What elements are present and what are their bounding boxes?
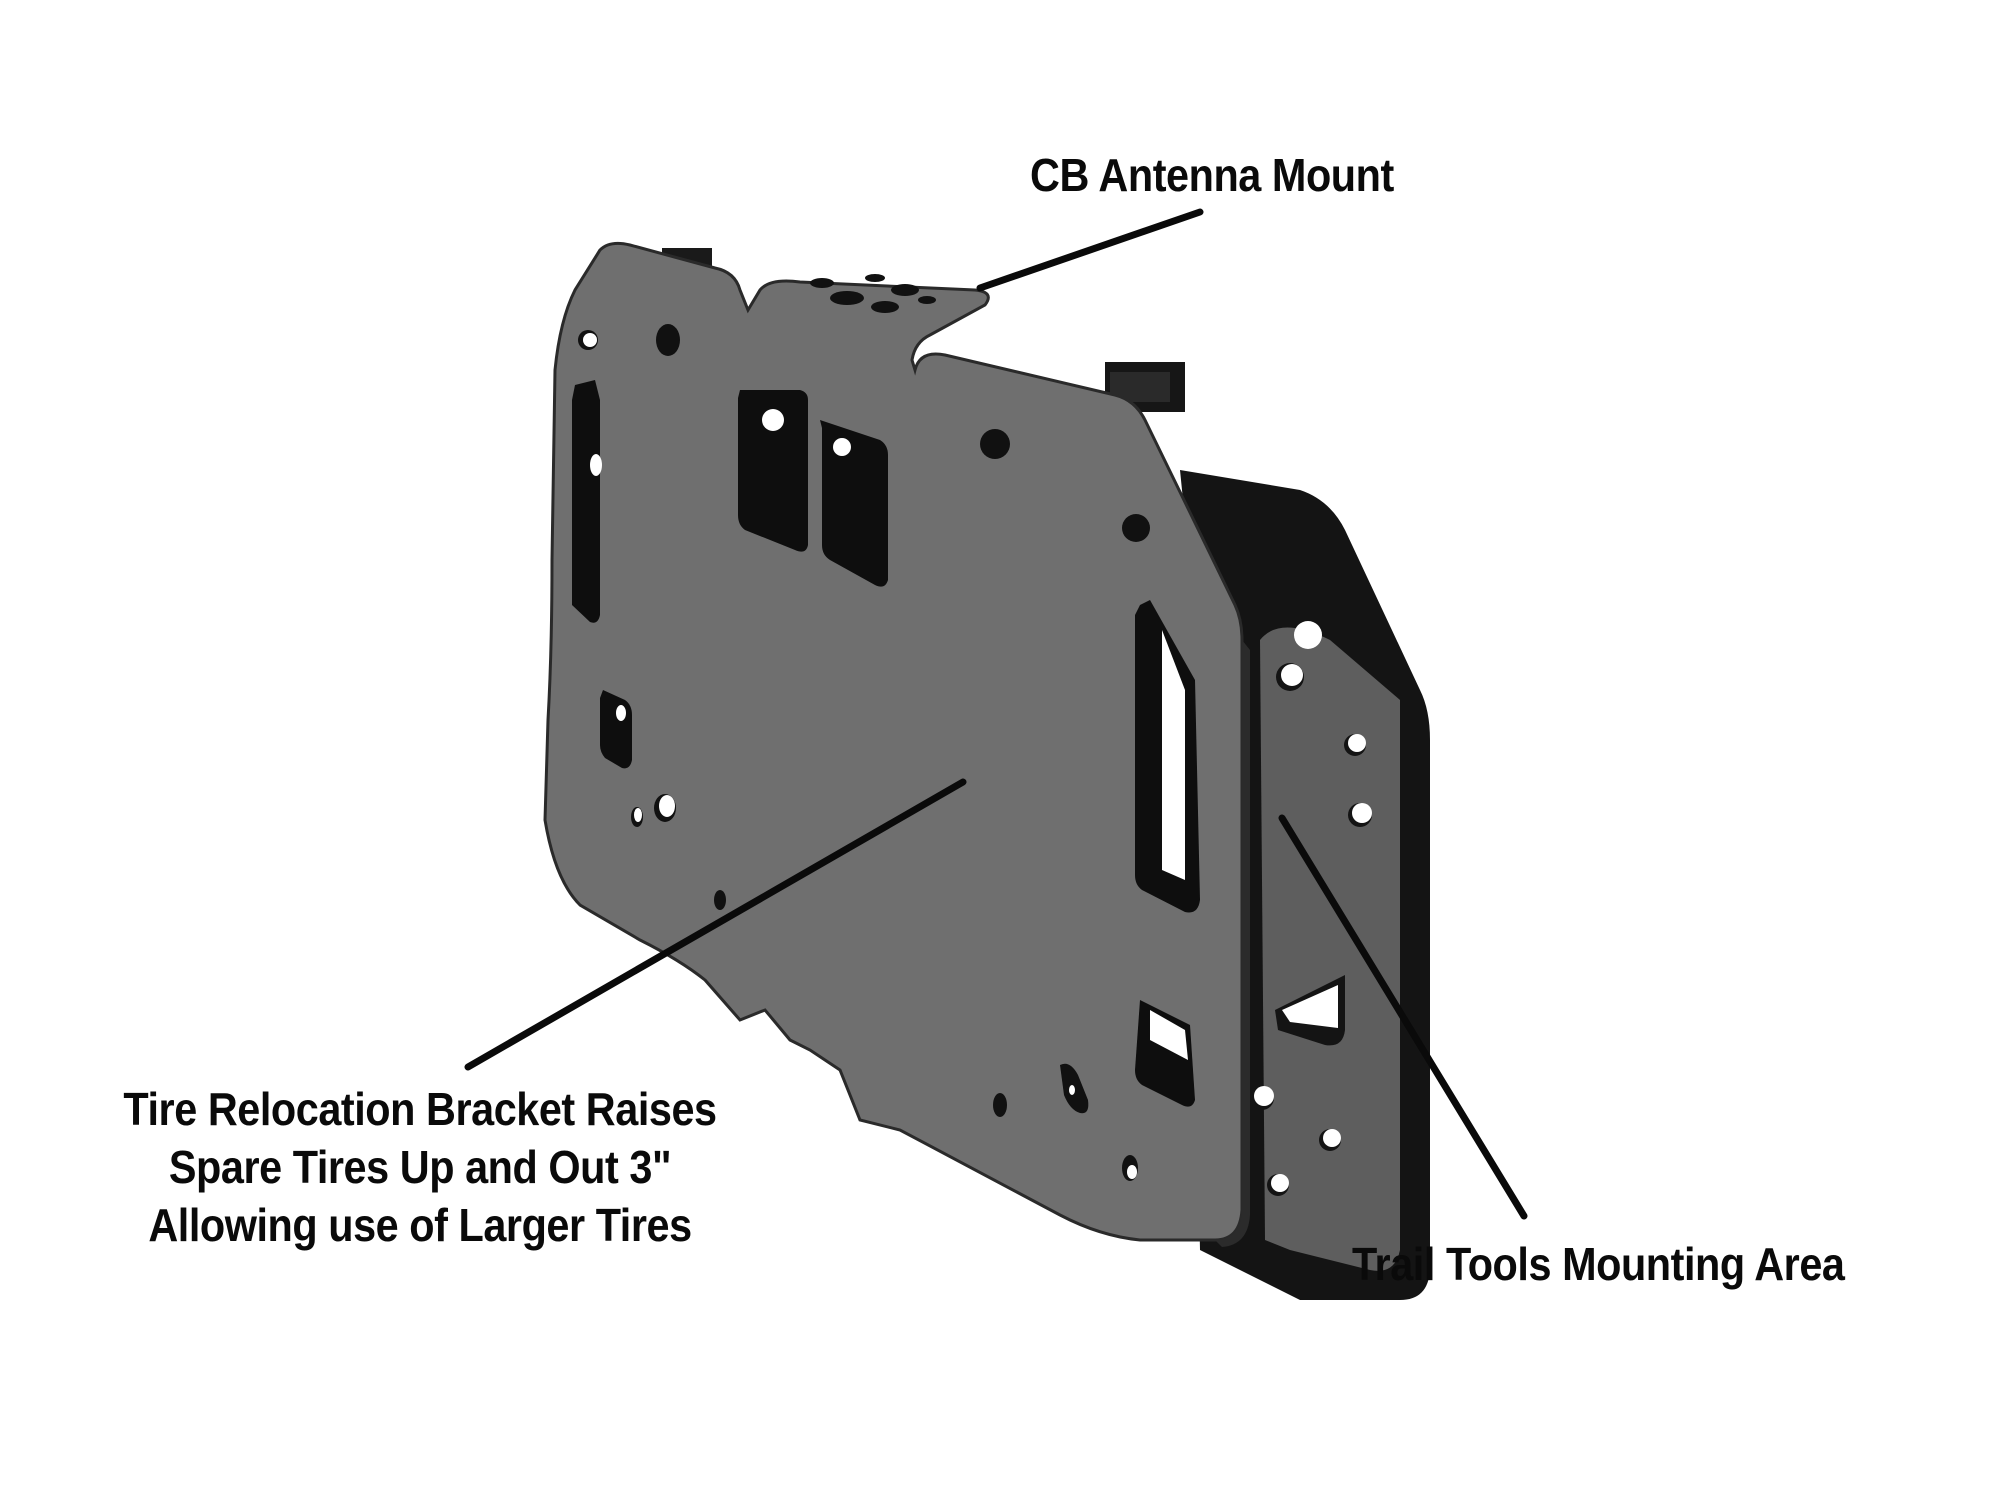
tire-relocation-label-line-1: Tire Relocation Bracket Raises [123,1083,717,1135]
tire-relocation-label: Tire Relocation Bracket Raises Spare Tir… [78,1080,762,1254]
tire-relocation-label-line-3: Allowing use of Larger Tires [148,1199,692,1251]
trail-tools-leader-line [1278,814,1528,1220]
cb-antenna-tab-holes [810,274,936,313]
cb-antenna-leader-line [976,208,1204,292]
trail-tools-mounting-area-label: Trail Tools Mounting Area [1352,1238,1845,1290]
main-face-plate [543,241,1250,1247]
cb-antenna-mount-label: CB Antenna Mount [1030,149,1394,201]
face-plate-cutouts [572,324,1200,1181]
tire-relocation-leader-line [464,778,967,1071]
callout-leader-lines [464,208,1528,1220]
tire-relocation-label-line-2: Spare Tires Up and Out 3" [168,1141,672,1193]
